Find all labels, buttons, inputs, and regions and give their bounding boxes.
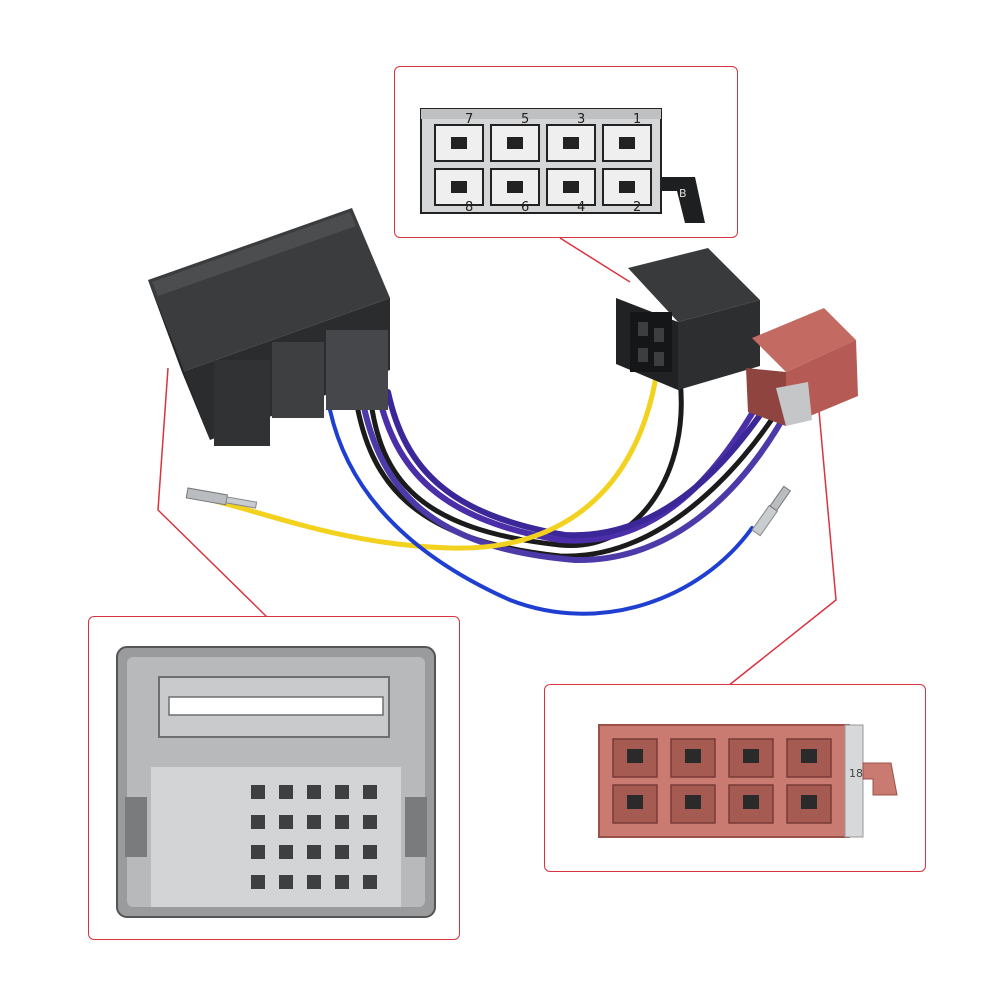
side-label-b: B	[679, 187, 687, 200]
pin-label-4: 4	[577, 200, 585, 215]
wire-purple-2	[385, 389, 775, 539]
quadlock-face-closeup	[116, 646, 436, 918]
terminal-yellow	[185, 487, 258, 509]
iso-red-connector	[746, 308, 858, 426]
quadlock-connector	[148, 208, 390, 446]
pin-label-3: 3	[577, 112, 585, 127]
pin-label-5: 5	[521, 112, 529, 127]
red-connector-closeup: 18	[598, 724, 898, 838]
pin-label-7: 7	[465, 112, 473, 127]
callout-red-connector: 18	[544, 684, 926, 872]
callout-quadlock-face	[88, 616, 460, 940]
pin-label-1: 1	[633, 112, 641, 127]
wire-black-1	[367, 377, 684, 548]
wire-blue	[328, 408, 754, 616]
pin-label-8: 8	[465, 200, 473, 215]
pin-label-2: 2	[633, 200, 641, 215]
wire-yellow	[192, 342, 663, 551]
iso-black-connector	[616, 248, 760, 390]
terminal-blue	[751, 485, 792, 537]
pin-grid	[251, 785, 377, 889]
wire-purple-3	[359, 395, 793, 564]
pin-label-6: 6	[521, 200, 529, 215]
side-label-18: 18	[849, 767, 863, 780]
callout-black-connector: 7 5 3 1 8 6 4 2 B	[394, 66, 738, 238]
black-connector-closeup: 7 5 3 1 8 6 4 2 B	[420, 108, 705, 223]
